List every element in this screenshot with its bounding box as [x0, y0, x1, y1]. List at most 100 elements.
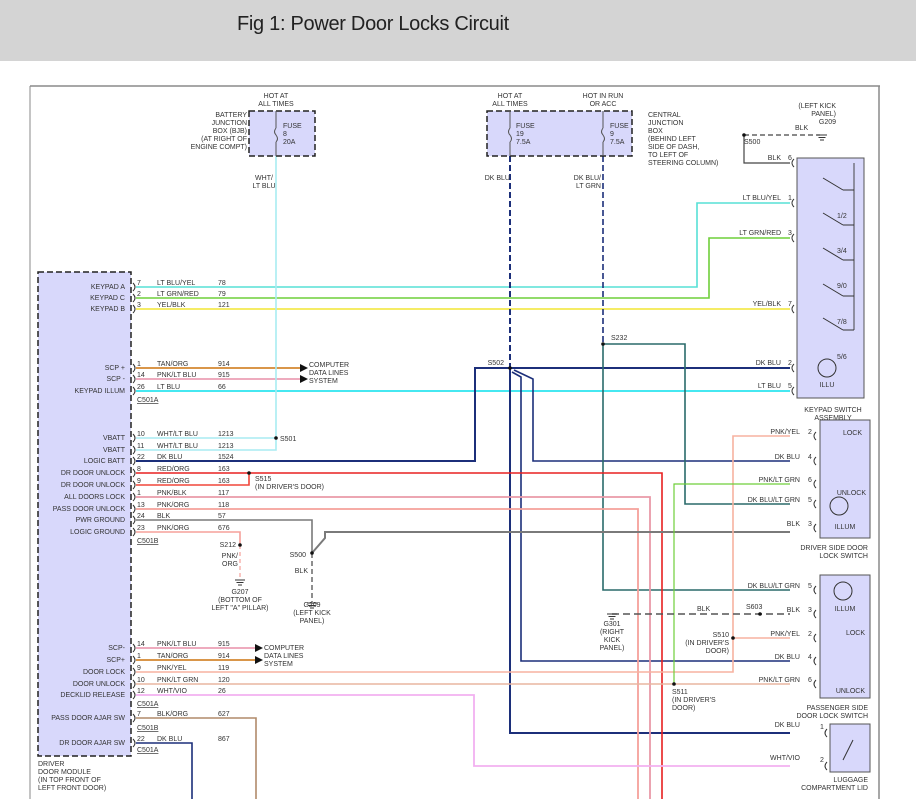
module-connector-icon [132, 363, 136, 373]
connector-id: C501A [137, 397, 159, 404]
module-pin-name: SCP + [105, 365, 125, 372]
bjb-wire-label: LT BLU [252, 183, 275, 190]
cjb-header-right: HOT IN RUN [583, 93, 624, 100]
fuse-9-label: 9 [610, 131, 614, 138]
fuse-19-label: FUSE [516, 123, 535, 130]
connector-icon [813, 656, 817, 666]
splice-s501-dot [274, 436, 278, 440]
ground-g207-wire-label: ORG [222, 561, 238, 568]
module-wire-color: PNK/YEL [157, 665, 187, 672]
ground-g301-label: (RIGHT [600, 629, 625, 636]
module-pin-number: 1 [137, 490, 141, 497]
driver-switch-illum-label: ILLUM [835, 524, 856, 531]
module-circuit-number: 79 [218, 291, 226, 298]
module-connector-icon [132, 480, 136, 490]
ground-g301-label: PANEL) [600, 645, 625, 652]
driver-switch-pin-number: 5 [808, 497, 812, 504]
module-connector-icon [132, 690, 136, 700]
connector-id: C501B [137, 538, 159, 545]
luggage-lid-switch [829, 723, 871, 773]
figure-title: Fig 1: Power Door Locks Circuit [237, 13, 509, 35]
module-circuit-number: 915 [218, 372, 230, 379]
keypad-switch-icon [822, 177, 844, 191]
connector-icon [813, 679, 817, 689]
ground-g207-wire-label: PNK/ [222, 553, 238, 560]
module-wire-color: WHT/LT BLU [157, 443, 198, 450]
cjb-wire-right-label: DK BLU/ [574, 175, 601, 182]
module-connector-icon [132, 738, 136, 748]
keypad-pin-number: 5 [788, 383, 792, 390]
module-label: DOOR MODULE [38, 769, 91, 776]
driver-switch-wire-label: PNK/YEL [770, 429, 800, 436]
connector-icon [813, 479, 817, 489]
wire-blk [136, 519, 313, 553]
cjb-label: CENTRAL [648, 112, 681, 119]
wire-pnk-blk [136, 496, 651, 799]
connector-icon [791, 233, 795, 243]
pass-switch-bulb-icon [833, 581, 853, 601]
module-label: LEFT FRONT DOOR) [38, 785, 106, 792]
ground-g209-top-wire-label: BLK [795, 125, 809, 132]
keypad-button-label: 9/0 [837, 283, 847, 290]
module-connector-icon [132, 679, 136, 689]
keypad-wire-label: DK BLU [756, 360, 781, 367]
connector-icon [824, 761, 828, 771]
computer-data-label: DATA LINES [309, 370, 349, 377]
module-wire-color: PNK/LT BLU [157, 641, 196, 648]
module-pin-name: ALL DOORS LOCK [64, 494, 125, 501]
ground-g207-icon [235, 579, 245, 586]
module-circuit-number: 163 [218, 478, 230, 485]
module-pin-name: SCP- [108, 645, 125, 652]
pass-switch-title: PASSENGER SIDE [807, 705, 869, 712]
module-pin-number: 9 [137, 478, 141, 485]
splice-s510-dot [731, 636, 735, 640]
module-wire-color: PNK/LT BLU [157, 372, 196, 379]
cjb-header-left: ALL TIMES [492, 101, 528, 108]
wires [132, 133, 828, 799]
arrow-icon [255, 656, 263, 664]
fuse-icon [274, 127, 278, 143]
ground-g209-top-icon [817, 134, 827, 141]
module-pin-name: PWR GROUND [76, 517, 125, 524]
module-pin-number: 14 [137, 641, 145, 648]
splice-s515-label: (IN DRIVER'S DOOR) [255, 484, 324, 491]
keypad-illum-label: ILLU [820, 382, 835, 389]
module-circuit-number: 57 [218, 513, 226, 520]
module-circuit-number: 26 [218, 688, 226, 695]
cjb-label: TO LEFT OF [648, 152, 688, 159]
fuse-9-label: FUSE [610, 123, 629, 130]
module-connector-icon [132, 456, 136, 466]
cjb-label: SIDE OF DASH, [648, 144, 699, 151]
keypad-switch-icon [822, 247, 844, 261]
keypad-wire-label: BLK [768, 155, 782, 162]
module-connector-icon [132, 374, 136, 384]
module-pin-name: KEYPAD B [91, 306, 126, 313]
module-pin-name: DECKLID RELEASE [60, 692, 125, 699]
module-label: (IN TOP FRONT OF [38, 777, 101, 784]
module-pin-number: 1 [137, 361, 141, 368]
keypad-switch-icon [822, 212, 844, 226]
driver-switch-title: LOCK SWITCH [819, 553, 868, 560]
module-wire-color: BLK/ORG [157, 711, 188, 718]
module-pin-number: 24 [137, 513, 145, 520]
module-circuit-number: 121 [218, 302, 230, 309]
passenger-door-lock-switch [819, 574, 871, 699]
module-pin-name: DR DOOR UNLOCK [61, 470, 126, 477]
driver-switch-wire-label: PNK/LT GRN [759, 477, 800, 484]
connector-id: C501B [137, 725, 159, 732]
module-wire-color: WHT/VIO [157, 688, 187, 695]
module-pin-number: 14 [137, 372, 145, 379]
fuse-icon [601, 127, 605, 143]
battery-junction-box [248, 110, 316, 157]
module-wire-color: PNK/BLK [157, 490, 187, 497]
fuse-icon [508, 127, 512, 143]
splice-s511-label: (IN DRIVER'S [672, 697, 716, 704]
module-connector-icon [132, 667, 136, 677]
ground-g209-label: PANEL) [300, 618, 325, 625]
module-pin-number: 22 [137, 454, 145, 461]
keypad-switch-icon [822, 317, 844, 331]
arrow-icon [300, 364, 308, 372]
connector-icon [813, 456, 817, 466]
module-pin-number: 2 [137, 291, 141, 298]
